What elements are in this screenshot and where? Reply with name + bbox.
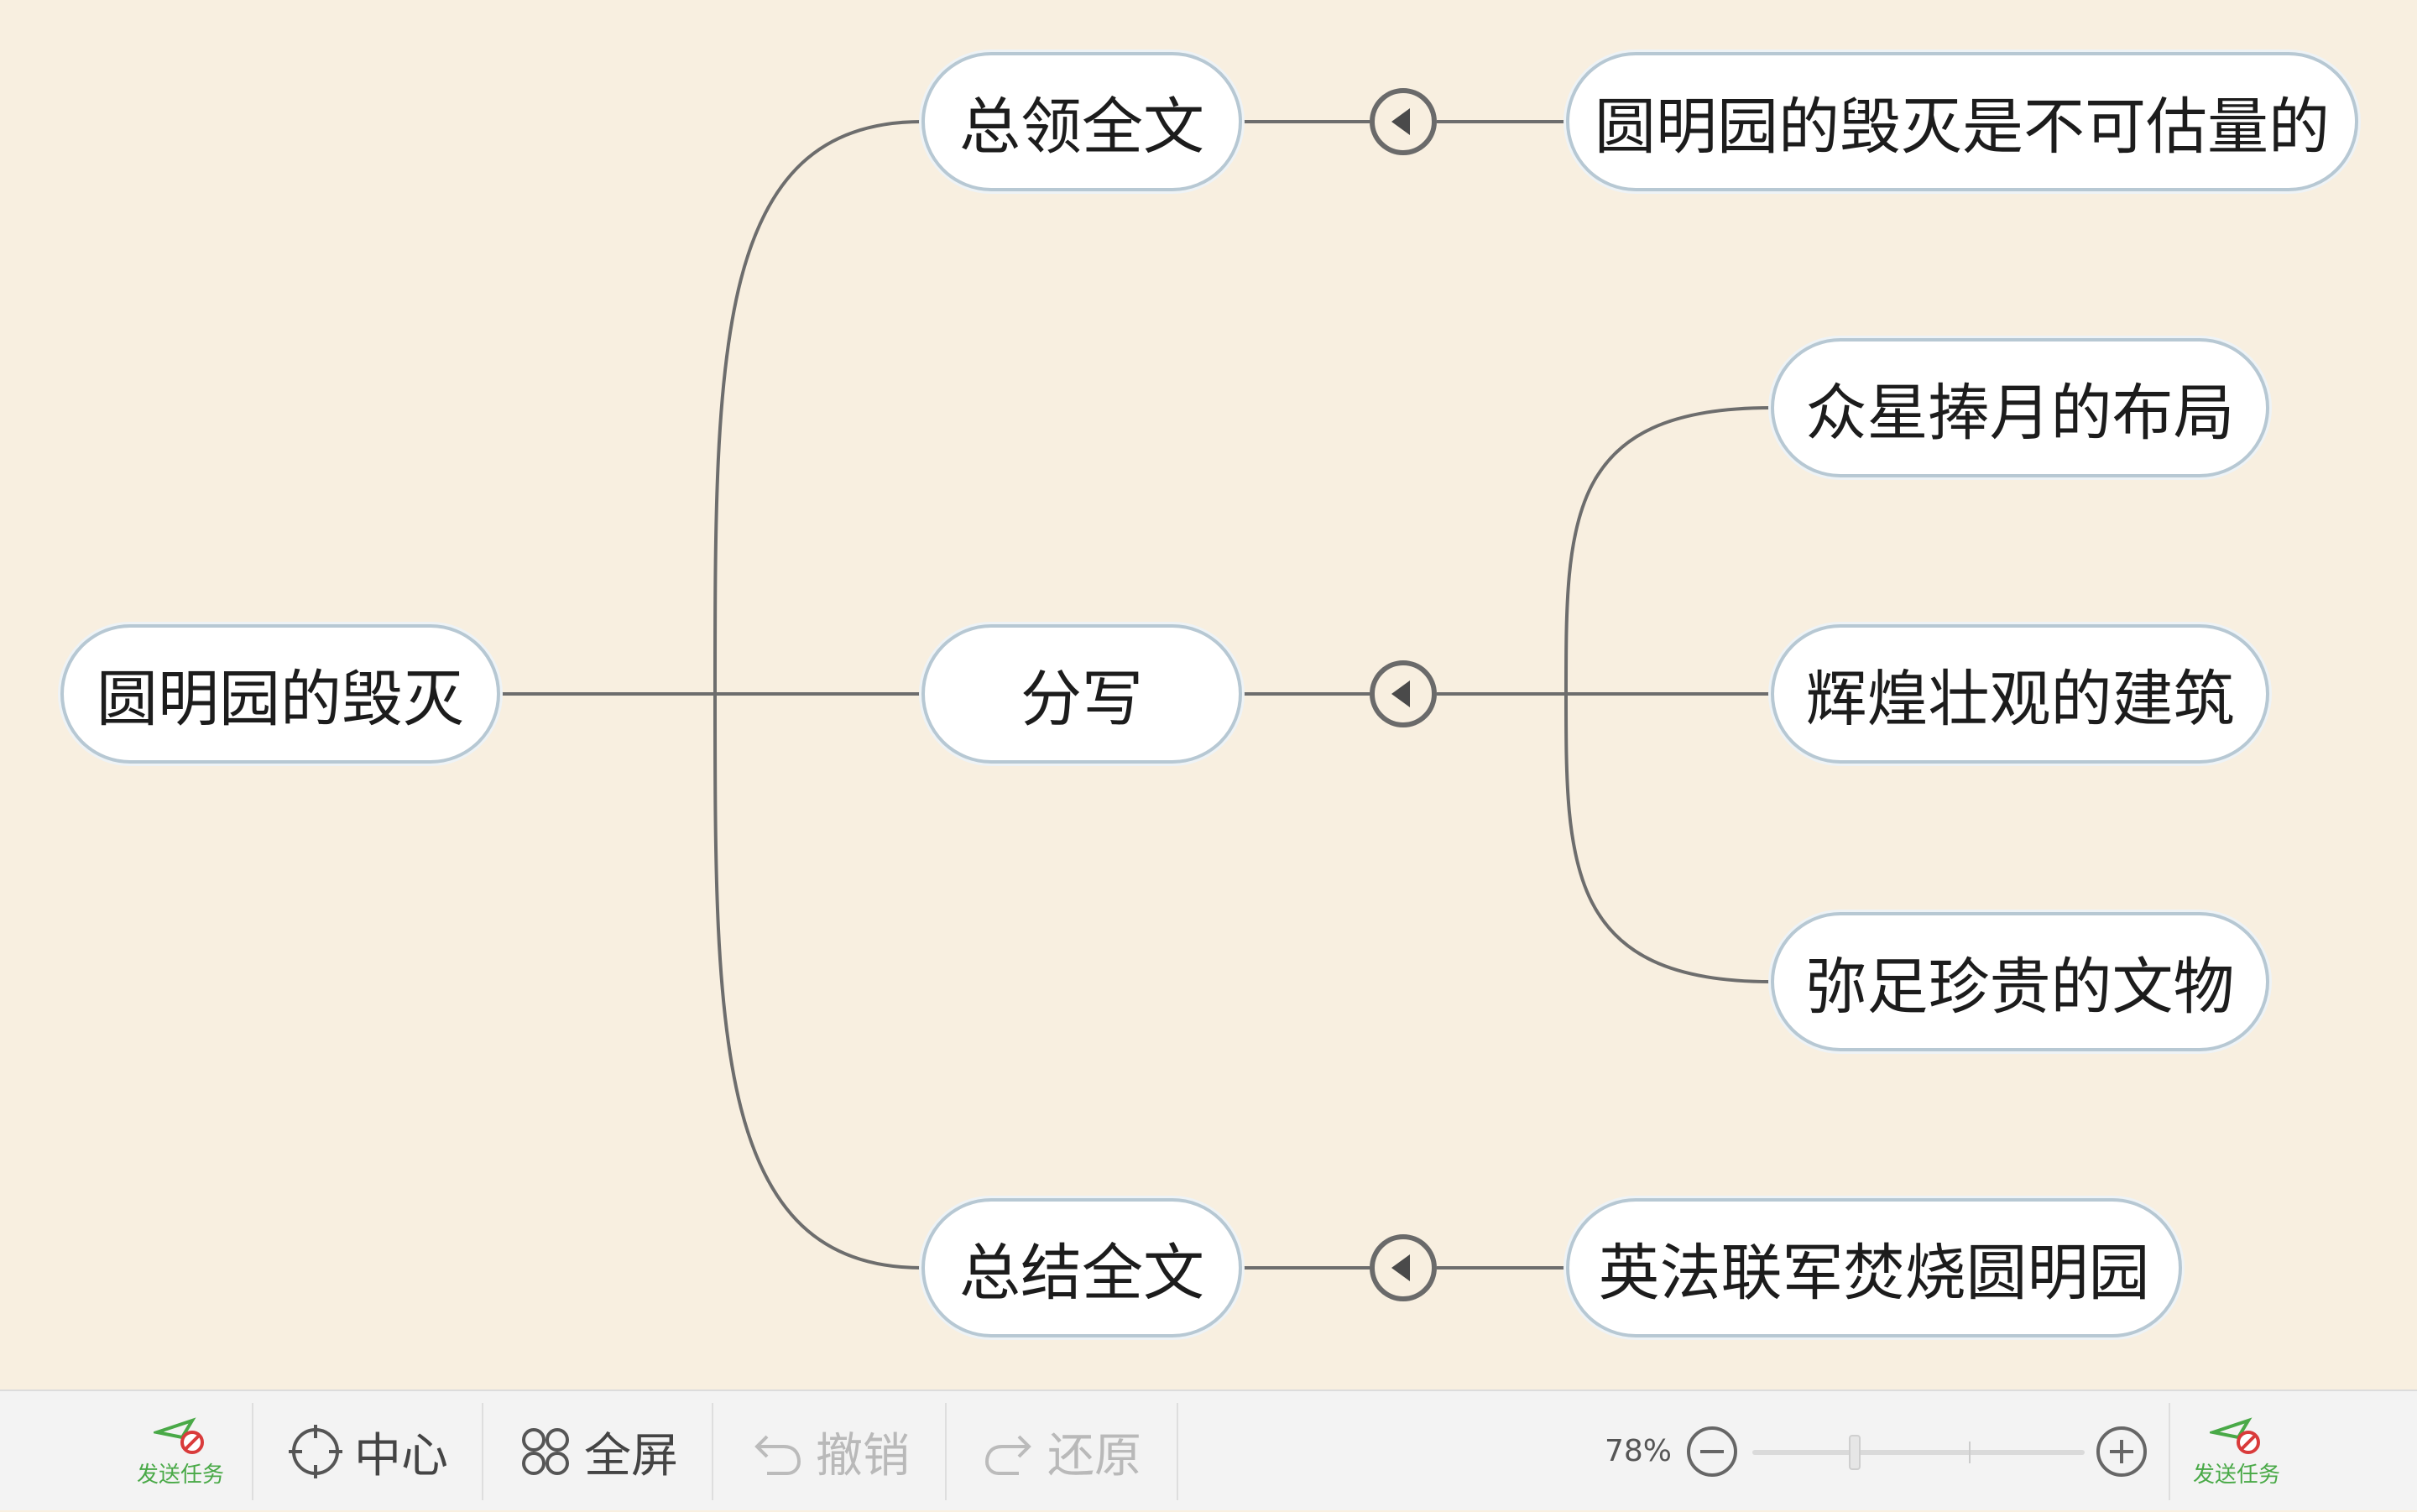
redo-button[interactable]: 还原 [982, 1391, 1141, 1512]
collapse-toggle-branch-1[interactable] [1370, 88, 1437, 155]
toolbar-separator [945, 1403, 947, 1500]
undo-label: 撤销 [816, 1428, 910, 1483]
branch-node-detail[interactable]: 分写 [921, 624, 1242, 764]
fullscreen-label: 全屏 [584, 1428, 678, 1483]
zoom-out-icon[interactable] [1685, 1425, 1739, 1478]
undo-icon [754, 1435, 801, 1475]
connector-lines [500, 120, 1772, 1270]
send-task-button-right[interactable]: 发送任务 [2182, 1403, 2291, 1500]
connector-root-branch-1 [500, 120, 922, 696]
connector-branch-2-children [1242, 406, 1772, 983]
toolbar-separator [1177, 1403, 1178, 1500]
collapse-arrow-icon [1391, 680, 1410, 707]
fullscreen-button[interactable]: 全屏 [519, 1391, 678, 1512]
branch-node-summary-intro[interactable]: 总领全文 [921, 52, 1242, 191]
collapse-arrow-icon [1391, 1254, 1410, 1281]
zoom-slider-handle[interactable] [1849, 1435, 1861, 1470]
zoom-level-label: 78% [1605, 1434, 1673, 1468]
zoom-slider[interactable] [1752, 1435, 2085, 1470]
crosshair-icon [289, 1425, 342, 1478]
send-task-label: 发送任务 [136, 1462, 224, 1488]
connector-root-branch-3 [713, 693, 922, 1270]
leaf-node-burning[interactable]: 英法联军焚烧圆明园 [1566, 1198, 2182, 1337]
center-label: 中心 [354, 1428, 448, 1483]
redo-label: 还原 [1047, 1428, 1141, 1483]
toolbar-separator [712, 1403, 713, 1500]
mindmap-canvas[interactable]: 圆明园的毁灭 总领全文 分写 总结全文 圆明园的毁灭是不可估量的 众星捧月的布局… [0, 0, 2417, 1389]
fullscreen-icon [522, 1428, 569, 1475]
collapse-toggle-branch-2[interactable] [1370, 660, 1437, 727]
send-task-icon [154, 1416, 204, 1454]
leaf-node-immeasurable-loss[interactable]: 圆明园的毁灭是不可估量的 [1566, 52, 2358, 191]
send-task-label: 发送任务 [2192, 1462, 2280, 1488]
center-button[interactable]: 中心 [289, 1391, 448, 1512]
toolbar-separator [252, 1403, 253, 1500]
undo-button[interactable]: 撤销 [750, 1391, 910, 1512]
root-node[interactable]: 圆明园的毁灭 [60, 624, 500, 764]
toolbar-separator [2169, 1403, 2170, 1500]
send-task-icon [2210, 1416, 2260, 1454]
send-task-button-left[interactable]: 发送任务 [126, 1403, 235, 1500]
zoom-in-icon[interactable] [2095, 1425, 2148, 1478]
redo-icon [984, 1435, 1031, 1475]
toolbar-separator [482, 1403, 483, 1500]
collapse-arrow-icon [1391, 108, 1410, 135]
collapse-toggle-branch-3[interactable] [1370, 1234, 1437, 1301]
bottom-toolbar: 发送任务 中心 全屏 撤销 [0, 1389, 2417, 1510]
leaf-node-relics[interactable]: 弥足珍贵的文物 [1771, 912, 2269, 1051]
zoom-slider-tick [1969, 1442, 1971, 1463]
leaf-node-architecture[interactable]: 辉煌壮观的建筑 [1771, 624, 2269, 764]
leaf-node-layout[interactable]: 众星捧月的布局 [1771, 338, 2269, 477]
branch-node-summary-conclusion[interactable]: 总结全文 [921, 1198, 1242, 1337]
